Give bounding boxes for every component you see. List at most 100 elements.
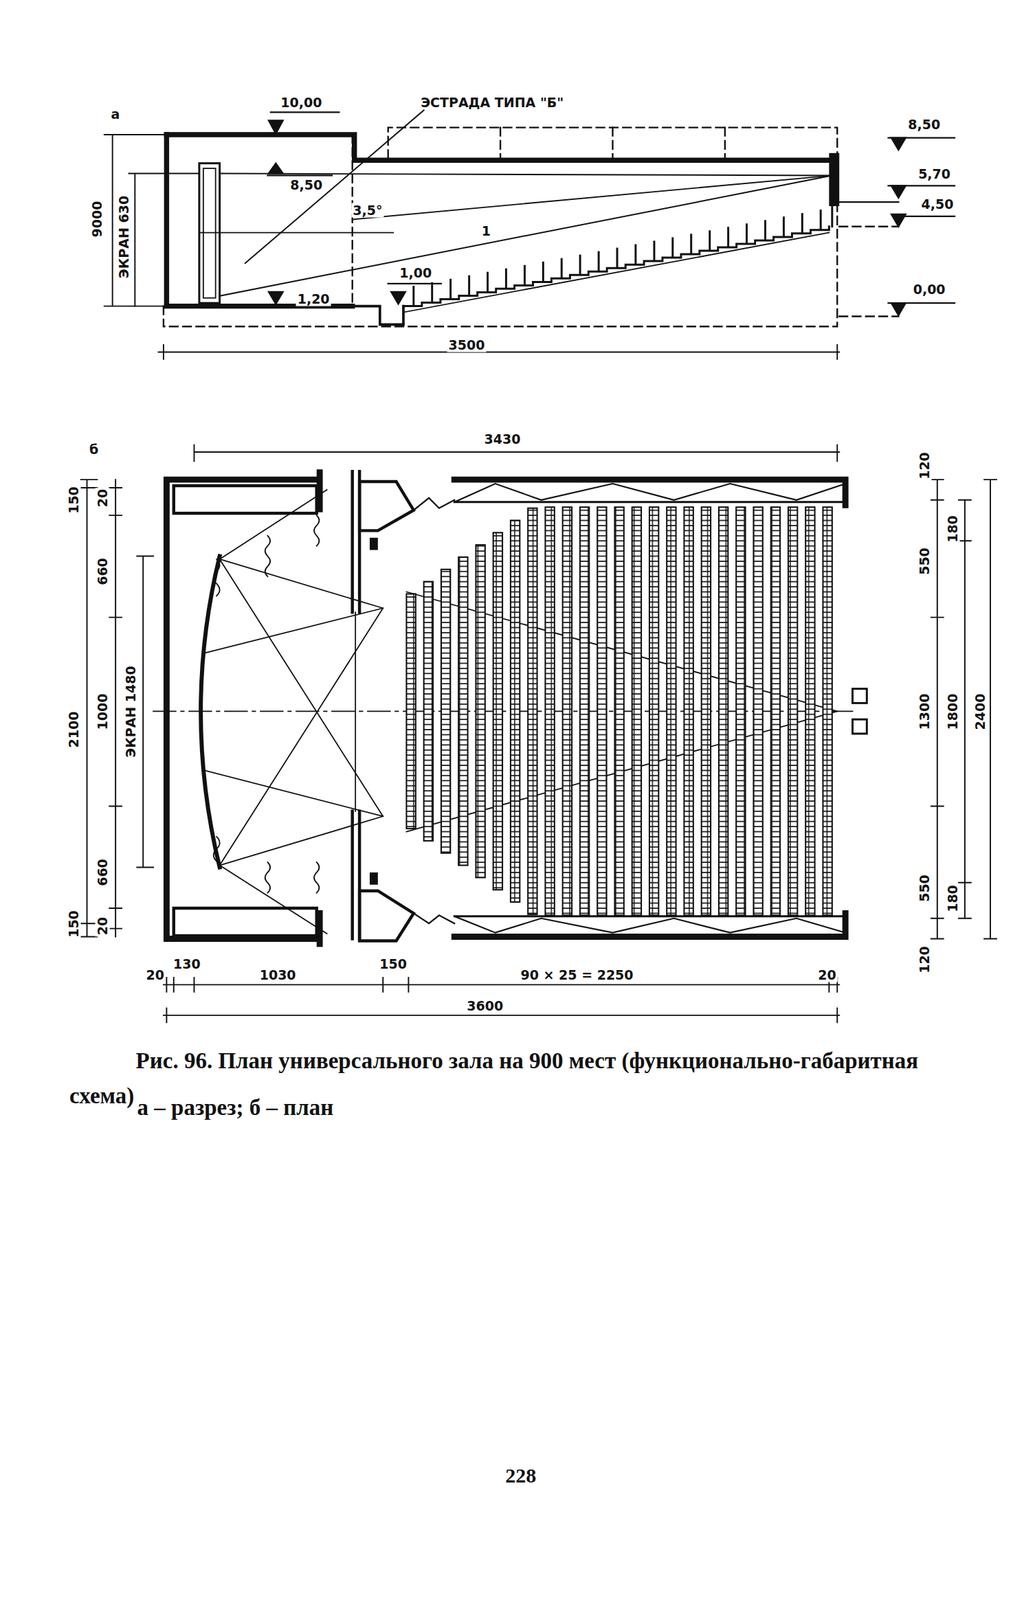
caption-legend: а – разрез; б – план [136,1095,336,1121]
seat-row [666,507,676,916]
level-mark: 8,50 [288,177,324,192]
dimension: 550 [916,873,932,904]
callout-number: 1 [480,223,493,238]
seat-mark [689,235,693,254]
angle-label: 3,5° [351,203,384,218]
seat-row [822,507,832,916]
level-mark: 4,50 [920,197,956,212]
dimension: 20 [145,968,166,983]
dimension: 180 [945,883,961,915]
dimension: 150 [377,956,409,972]
seat-mark [819,210,822,230]
dimension: 20 [816,968,838,983]
seat-mark [708,231,711,251]
seat-row [649,507,659,916]
dimension: 3430 [483,431,523,447]
seat-mark [801,214,804,233]
seat-row [753,507,763,916]
seat-mark [468,276,471,295]
seat-row [562,507,572,916]
seat-mark [671,238,674,258]
level-mark: 5,70 [916,166,952,181]
stage-label: ЭСТРАДА ТИПА "Б" [419,94,565,110]
seat-mark [579,255,582,275]
seat-row [632,507,642,916]
level-mark: 8,50 [906,117,942,132]
dimension: 3600 [465,998,505,1013]
dimension: 550 [916,546,932,577]
seat-mark [634,245,637,264]
level-mark: 1,20 [296,292,332,307]
page-number: 228 [503,1464,538,1488]
seat-rows [406,507,832,916]
seat-mark [560,259,563,278]
seat-row [424,582,433,842]
seat-row [580,507,589,916]
figure-caption: Рис. 96. План универсального зала на 900… [69,1043,978,1115]
dimension: 90 × 25 = 2250 [518,968,635,983]
floor-steps [403,226,829,307]
seat-row [805,507,815,916]
stepped-seating [403,210,829,313]
dimension: 660 [94,556,110,587]
seat-row [441,569,451,854]
dimension: 150 [66,485,82,516]
seat-row [510,520,520,904]
seat-mark [412,286,415,306]
seat-mark [764,221,767,240]
seat-row [406,593,416,829]
seat-row [788,507,798,916]
seat-row [493,532,503,890]
dimension: 2100 [66,710,82,750]
dimension: 3500 [447,338,487,353]
dimension: 20 [94,487,110,509]
dimension: 20 [94,915,110,937]
dimension: 1800 [945,692,961,732]
seat-mark [542,262,545,282]
section-drawing [104,109,955,359]
floor-slope [403,232,829,313]
seat-row [458,557,468,866]
part-letter: а [109,107,121,122]
seat-mark [727,228,730,247]
dimension: 1000 [94,692,110,732]
level-mark: 0,00 [911,281,948,297]
dimension: 660 [94,858,110,889]
dimension: 120 [916,450,932,482]
seat-mark [430,283,433,302]
seat-mark [782,217,785,237]
seat-row [683,507,693,916]
plan-drawing [81,445,997,1024]
seat-row [527,508,537,915]
seat-mark [652,241,655,261]
dimension: 150 [66,909,82,940]
seat-row [701,507,711,916]
seat-mark [597,252,600,271]
seat-row [597,507,607,916]
part-letter: б [87,441,100,457]
seat-mark [745,224,748,244]
level-mark: 10,00 [279,94,324,110]
seat-mark [486,272,489,292]
dimension: 180 [945,514,961,545]
dimension: 1030 [258,968,298,983]
dimension: 2400 [973,692,988,732]
dimension: ЭКРАН 1480 [123,664,139,760]
seat-row [771,507,781,916]
seat-mark [505,269,508,288]
dimension: 1300 [916,692,932,732]
seat-row [614,507,624,916]
seat-row [718,507,728,916]
level-mark: 1,00 [397,265,433,280]
dimension: 120 [916,944,932,976]
seat-mark [523,265,526,285]
seat-row [475,544,485,878]
seat-mark [449,279,452,299]
seat-row [544,507,554,916]
seat-row [736,507,745,916]
dimension: 130 [171,956,203,972]
screen-dimension: ЭКРАН 630 [116,194,131,280]
seat-mark [616,248,619,268]
